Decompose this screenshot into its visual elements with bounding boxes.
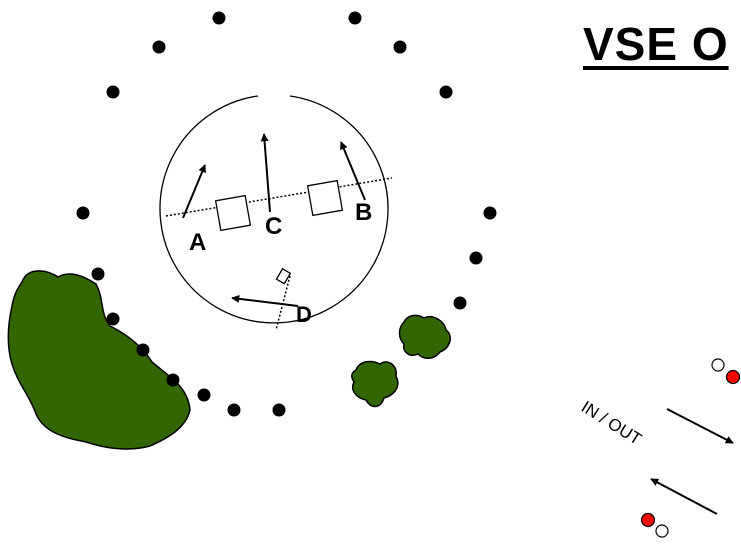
post-dot [228,404,241,417]
arrow-out [651,479,717,514]
marker-white [712,359,724,371]
box-left [216,196,251,231]
post-dot [349,12,362,25]
vegetation-medium [352,362,398,407]
boundary-arc [160,96,388,323]
post-dot [213,12,226,25]
label-d: D [296,302,312,327]
post-dot [153,41,166,54]
post-dot [92,268,105,281]
post-dot [484,207,497,220]
arrow-b [341,142,365,200]
box-right [308,181,343,216]
arrow-c [264,134,270,212]
post-dot [394,41,407,54]
arrow-in [667,409,733,443]
arrow-d [232,298,298,306]
page-title: VSE O [583,16,729,72]
post-dot [107,86,120,99]
post-dot [107,313,120,326]
post-dot [137,344,150,357]
label-a: A [189,229,206,256]
marker-white [656,525,668,537]
post-dot [440,86,453,99]
label-c: C [265,213,282,240]
post-dot [167,374,180,387]
in-out-lane: IN / OUT [578,359,740,537]
marker-red [642,514,655,527]
label-b: B [355,199,372,226]
post-dot [77,207,90,220]
vegetation-small [400,315,451,358]
post-dot [273,404,286,417]
post-dot [470,252,483,265]
post-dot [454,297,467,310]
in-out-label: IN / OUT [578,397,645,449]
marker-red [727,371,740,384]
vegetation-large [8,271,190,449]
post-dot [198,389,211,402]
